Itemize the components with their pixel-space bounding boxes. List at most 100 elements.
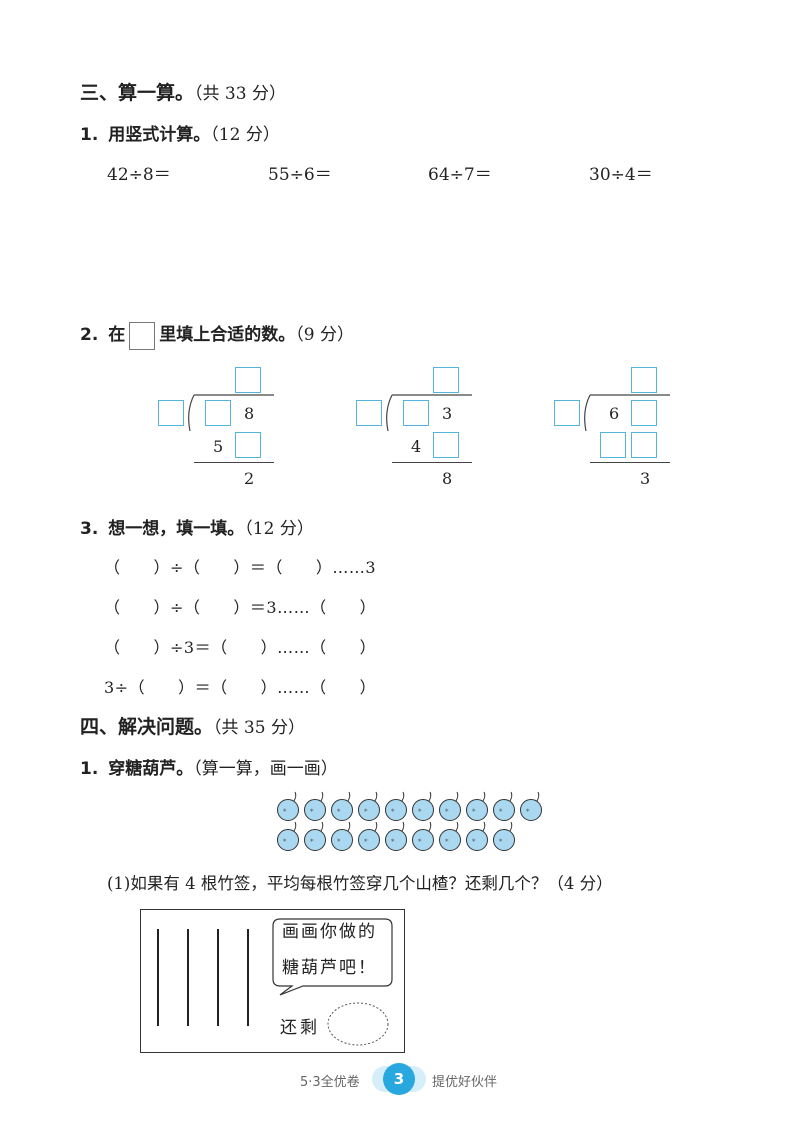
q1-number: 1. xyxy=(80,125,99,145)
svg-text:*: * xyxy=(364,838,368,846)
q1-points: （12 分） xyxy=(210,125,280,145)
dividend-digit: 6 xyxy=(609,404,620,423)
sub-question-1: (1)如果有 4 根竹签，平均每根竹签穿几个山楂？还剩几个？（4 分） xyxy=(107,874,613,893)
svg-text:*: * xyxy=(418,838,422,846)
svg-text:*: * xyxy=(283,808,287,816)
hawthorn-berry-r2-3: * xyxy=(358,821,380,851)
product-digit: 4 xyxy=(411,437,422,456)
division-bracket xyxy=(188,394,274,432)
section-3-points: （共 33 分） xyxy=(194,84,286,104)
hawthorn-berry-r1-8: * xyxy=(493,791,515,821)
dividend-box[interactable] xyxy=(631,400,657,426)
svg-text:*: * xyxy=(445,838,449,846)
expr-1: 42÷8＝ xyxy=(107,165,171,185)
hawthorn-berry-r2-1: * xyxy=(304,821,326,851)
division-bracket xyxy=(584,394,670,432)
product-box-2[interactable] xyxy=(631,432,657,458)
section-4-heading: 四、解决问题。（共 35 分） xyxy=(80,712,305,739)
drawing-panel[interactable] xyxy=(140,909,405,1053)
s4-q1-heading: 1. 穿糖葫芦。（算一算，画一画） xyxy=(80,754,338,779)
hawthorn-berry-r2-7: * xyxy=(466,821,488,851)
product-box[interactable] xyxy=(235,432,261,458)
hawthorn-berry-r1-3: * xyxy=(358,791,380,821)
remainder-ellipse[interactable] xyxy=(327,1002,389,1046)
sample-box xyxy=(129,321,156,350)
product-box-1[interactable] xyxy=(600,432,626,458)
divisor-box[interactable] xyxy=(554,400,580,426)
q2-pre-text: 在 xyxy=(108,325,126,345)
divisor-box[interactable] xyxy=(158,400,184,426)
fill-row-1[interactable]: （ ）÷（ ）＝（ ）……3 xyxy=(104,558,377,577)
hawthorn-berry-r2-8: * xyxy=(493,821,515,851)
hawthorn-berry-r1-9: * xyxy=(520,791,542,821)
expr-3: 64÷7＝ xyxy=(428,165,492,185)
q2-post-text: 里填上合适的数。 xyxy=(159,325,296,345)
quotient-box[interactable] xyxy=(235,367,261,393)
svg-text:*: * xyxy=(499,838,503,846)
page-number: 3 xyxy=(383,1063,415,1095)
hawthorn-berry-r2-5: * xyxy=(412,821,434,851)
expr-2: 55÷6＝ xyxy=(268,165,332,185)
svg-text:*: * xyxy=(445,808,449,816)
svg-text:*: * xyxy=(283,838,287,846)
hawthorn-berry-r2-2: * xyxy=(331,821,353,851)
speech-bubble xyxy=(272,918,393,996)
remainder-digit: 2 xyxy=(244,469,255,488)
subtract-line xyxy=(590,462,670,463)
bubble-line-2: 糖葫芦吧！ xyxy=(282,958,377,978)
expr-4: 30÷4＝ xyxy=(589,165,653,185)
q3-points: （12 分） xyxy=(244,519,314,539)
svg-text:*: * xyxy=(526,808,530,816)
q3-number: 3. xyxy=(80,519,99,539)
hawthorn-berry-r1-1: * xyxy=(304,791,326,821)
bubble-line-1: 画画你做的 xyxy=(282,922,377,942)
hawthorn-berry-r1-7: * xyxy=(466,791,488,821)
svg-text:*: * xyxy=(310,838,314,846)
svg-text:*: * xyxy=(310,808,314,816)
hawthorn-berry-r2-0: * xyxy=(277,821,299,851)
hawthorn-berry-r1-0: * xyxy=(277,791,299,821)
remain-label: 还剩 xyxy=(280,1018,320,1038)
section-3-heading: 三、算一算。（共 33 分） xyxy=(80,78,286,105)
svg-text:*: * xyxy=(391,838,395,846)
q2-heading: 2. 在 里填上合适的数。（9 分） xyxy=(80,320,354,350)
footer-brand: 5·3全优卷 xyxy=(300,1075,360,1090)
fill-row-3[interactable]: （ ）÷3＝（ ）……（ ） xyxy=(104,638,377,657)
s4-q1-number: 1. xyxy=(80,759,99,779)
product-box[interactable] xyxy=(433,432,459,458)
svg-text:*: * xyxy=(418,808,422,816)
product-digit: 5 xyxy=(213,437,224,456)
fill-row-2[interactable]: （ ）÷（ ）＝3……（ ） xyxy=(104,598,377,617)
dividend-digit: 3 xyxy=(442,404,453,423)
q2-number: 2. xyxy=(80,325,99,345)
fill-row-4[interactable]: 3÷（ ）＝（ ）……（ ） xyxy=(104,678,377,697)
footer-slogan: 提优好伙伴 xyxy=(432,1075,498,1090)
svg-text:*: * xyxy=(337,808,341,816)
remainder-digit: 3 xyxy=(640,469,651,488)
q1-title: 用竖式计算。 xyxy=(108,125,211,145)
quotient-box[interactable] xyxy=(631,367,657,393)
svg-text:*: * xyxy=(499,808,503,816)
hawthorn-berry-r1-4: * xyxy=(385,791,407,821)
quotient-box[interactable] xyxy=(433,367,459,393)
subtract-line xyxy=(392,462,472,463)
q2-points: （9 分） xyxy=(295,325,355,345)
dividend-box[interactable] xyxy=(205,400,231,426)
svg-text:*: * xyxy=(472,808,476,816)
section-4-points: （共 35 分） xyxy=(213,718,305,738)
hawthorn-berry-r2-6: * xyxy=(439,821,461,851)
division-bracket xyxy=(386,394,472,432)
section-3-title: 三、算一算。 xyxy=(80,82,195,104)
q3-heading: 3. 想一想，填一填。（12 分） xyxy=(80,514,314,539)
q3-title: 想一想，填一填。 xyxy=(108,519,245,539)
subtract-line xyxy=(194,462,274,463)
q1-heading: 1. 用竖式计算。（12 分） xyxy=(80,120,280,145)
s4-q1-title: 穿糖葫芦。 xyxy=(108,759,194,779)
s4-q1-note: （算一算，画一画） xyxy=(193,759,338,779)
hawthorn-berry-r1-5: * xyxy=(412,791,434,821)
dividend-box[interactable] xyxy=(403,400,429,426)
hawthorn-berry-r1-6: * xyxy=(439,791,461,821)
divisor-box[interactable] xyxy=(356,400,382,426)
section-4-title: 四、解决问题。 xyxy=(80,716,214,738)
drawing-panel-art xyxy=(157,918,393,1046)
